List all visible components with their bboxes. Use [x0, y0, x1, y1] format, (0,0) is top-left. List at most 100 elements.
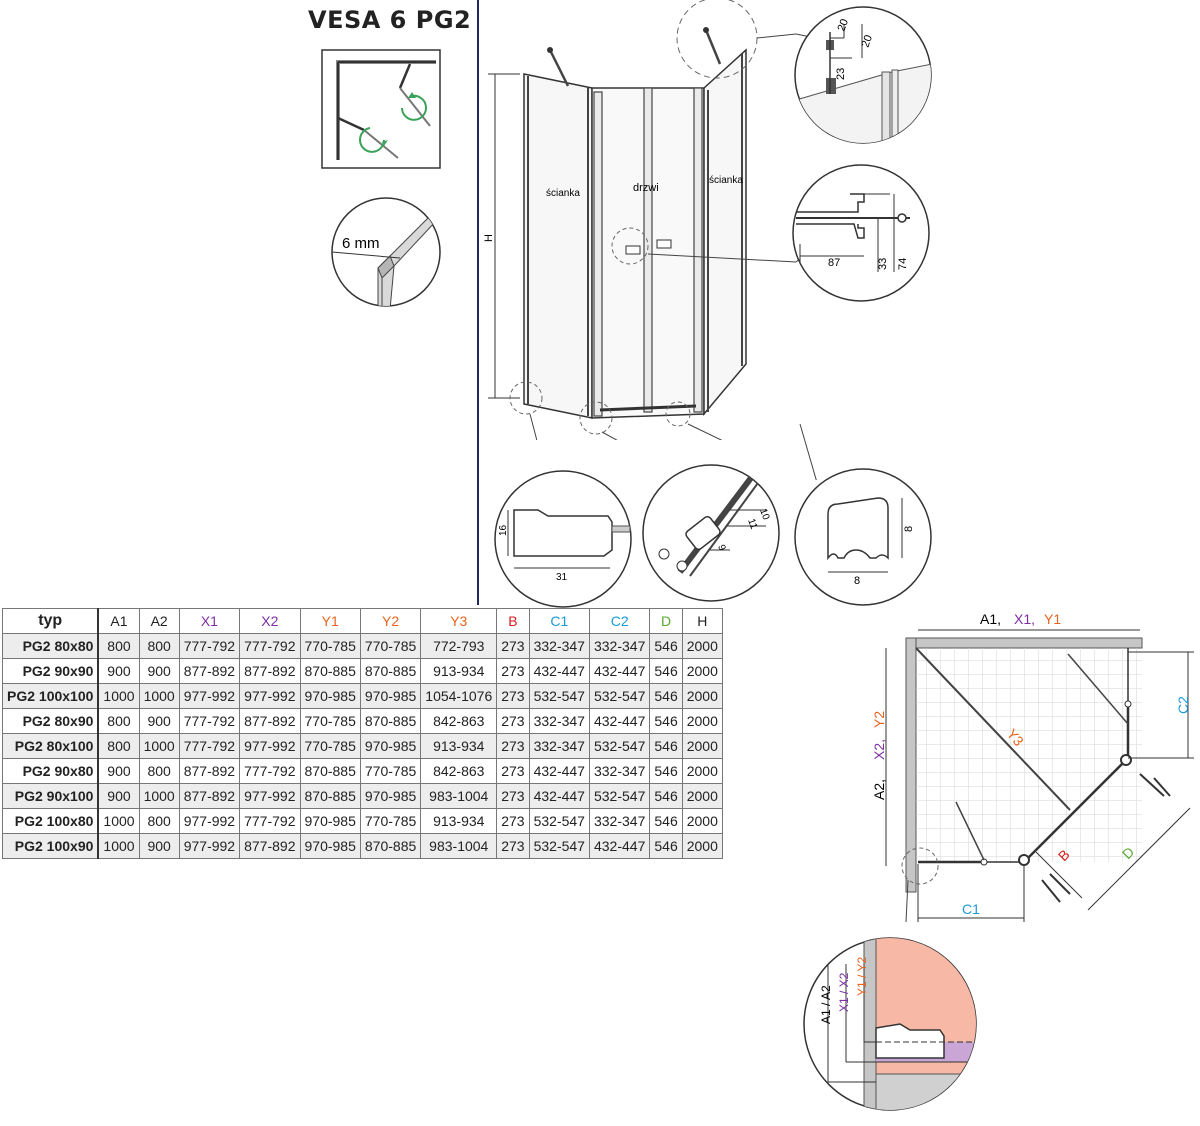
- table-cell: 970-985: [299, 683, 361, 709]
- corner-zoom-detail: A1 / A2 X1 / X2 Y1 / Y2: [803, 937, 977, 1111]
- table-cell: 977-992: [239, 733, 301, 759]
- table-cell: 273: [496, 758, 530, 784]
- table-cell: 983-1004: [420, 833, 498, 859]
- height-label: H: [483, 234, 495, 242]
- right-panel-label: ścianka: [709, 175, 743, 186]
- table-cell: 777-792: [239, 758, 301, 784]
- table-cell: 977-992: [239, 683, 301, 709]
- table-cell: 273: [496, 683, 530, 709]
- plan-label-y2: Y2: [871, 711, 887, 728]
- plan-label-y1: Y1: [1044, 611, 1061, 627]
- opening-schematic: [321, 49, 441, 169]
- table-cell: 900: [138, 708, 180, 734]
- table-cell: 546: [649, 633, 683, 659]
- table-cell: 546: [649, 758, 683, 784]
- table-cell: 977-992: [239, 783, 301, 809]
- column-header-h: H: [681, 608, 723, 634]
- table-cell: 777-792: [239, 633, 301, 659]
- table-cell: 1000: [97, 833, 140, 859]
- column-header-x1: X1: [178, 608, 241, 634]
- table-cell: 777-792: [178, 708, 241, 734]
- handle-height-2: 74: [897, 258, 909, 270]
- table-cell: 1000: [97, 683, 140, 709]
- table-cell: 977-992: [178, 833, 241, 859]
- profile-height: 16: [498, 524, 509, 536]
- row-type-label: PG2 90x80: [2, 758, 100, 784]
- bracket-dim-a: 20: [836, 17, 851, 33]
- table-cell: 546: [649, 683, 683, 709]
- table-cell: 1054-1076: [420, 683, 498, 709]
- table-cell: 870-885: [359, 833, 422, 859]
- plan-label-c1: C1: [962, 901, 980, 917]
- table-cell: 1000: [138, 733, 180, 759]
- column-header-d: D: [649, 608, 683, 634]
- handle-height-1: 33: [877, 258, 889, 270]
- page-title: VESA 6 PG2: [308, 6, 472, 34]
- table-cell: 977-992: [178, 683, 241, 709]
- detail-seal: 8 8: [794, 468, 932, 606]
- table-cell: 800: [97, 633, 140, 659]
- table-cell: 332-347: [588, 758, 651, 784]
- front-elevation: H ścianka drzwi ścianka: [483, 0, 797, 440]
- table-cell: 970-985: [359, 683, 422, 709]
- row-type-label: PG2 80x80: [2, 633, 100, 659]
- table-cell: 432-447: [528, 658, 590, 684]
- column-header-y1: Y1: [299, 608, 361, 634]
- column-header-c1: C1: [528, 608, 590, 634]
- table-cell: 2000: [681, 733, 723, 759]
- plan-label-x2: X2,: [871, 739, 887, 760]
- plan-label-c2: C2: [1175, 696, 1191, 714]
- table-cell: 870-885: [299, 658, 361, 684]
- table-cell: 970-985: [299, 808, 361, 834]
- table-cell: 800: [138, 633, 180, 659]
- table-cell: 432-447: [528, 783, 590, 809]
- table-cell: 842-863: [420, 708, 498, 734]
- zoom-label-x: X1 / X2: [837, 972, 851, 1012]
- table-cell: 777-792: [178, 633, 241, 659]
- table-cell: 983-1004: [420, 783, 498, 809]
- plan-label-a2: A2,: [871, 779, 887, 800]
- row-type-label: PG2 100x100: [2, 683, 100, 709]
- table-cell: 770-785: [299, 708, 361, 734]
- hinge-dim-b: 11: [745, 517, 759, 531]
- table-cell: 877-892: [178, 758, 241, 784]
- table-cell: 770-785: [299, 733, 361, 759]
- table-cell: 546: [649, 783, 683, 809]
- table-cell: 1000: [138, 783, 180, 809]
- table-cell: 800: [97, 708, 140, 734]
- table-cell: 877-892: [239, 708, 301, 734]
- table-cell: 332-347: [588, 633, 651, 659]
- table-cell: 777-792: [178, 733, 241, 759]
- table-cell: 870-885: [359, 658, 422, 684]
- table-cell: 332-347: [588, 808, 651, 834]
- row-type-label: PG2 100x80: [2, 808, 100, 834]
- table-cell: 273: [496, 633, 530, 659]
- table-cell: 532-547: [588, 733, 651, 759]
- table-cell: 2000: [681, 658, 723, 684]
- detail-hinge: 10 11 9: [642, 464, 780, 602]
- bracket-dim-c: 23: [835, 68, 847, 80]
- table-cell: 546: [649, 658, 683, 684]
- detail-handle: 87 33 74: [792, 164, 930, 302]
- left-panel-label: ścianka: [546, 188, 580, 199]
- column-header-x2: X2: [239, 608, 301, 634]
- table-cell: 970-985: [359, 733, 422, 759]
- vertical-divider: [477, 0, 479, 605]
- plan-label-x1: X1,: [1014, 611, 1035, 627]
- table-cell: 432-447: [528, 758, 590, 784]
- column-header-a2: A2: [138, 608, 180, 634]
- table-cell: 273: [496, 783, 530, 809]
- table-cell: 546: [649, 708, 683, 734]
- table-cell: 273: [496, 833, 530, 859]
- table-cell: 800: [97, 733, 140, 759]
- table-cell: 900: [138, 658, 180, 684]
- glass-thickness-label: 6 mm: [342, 235, 380, 252]
- table-cell: 870-885: [299, 783, 361, 809]
- glass-thickness-detail: 6 mm: [331, 197, 441, 307]
